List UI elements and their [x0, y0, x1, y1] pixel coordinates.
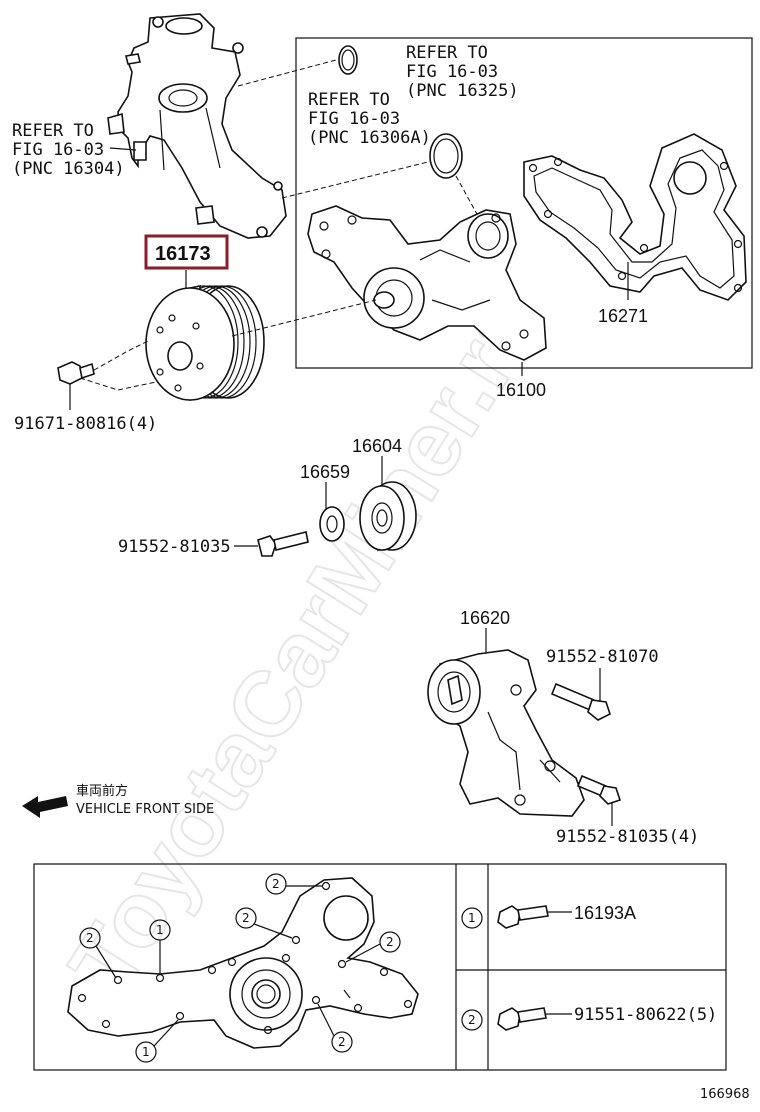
svg-text:2: 2 [242, 911, 250, 925]
refer-top-line2[interactable]: FIG 16-03 [406, 62, 498, 82]
idler-pulley[interactable] [359, 481, 417, 552]
part-number-16659[interactable]: 16659 [300, 462, 350, 482]
tensioner-bolt-bottom[interactable] [576, 774, 622, 805]
svg-text:2: 2 [86, 931, 94, 945]
water-inlet-housing[interactable] [107, 13, 287, 239]
refer-left-line1[interactable]: REFER TO [12, 121, 94, 141]
part-number-16604[interactable]: 16604 [352, 436, 402, 456]
pulley-bolt[interactable] [57, 361, 95, 385]
callout-2[interactable]: 2 [265, 873, 287, 895]
tensioner-bolt-top[interactable] [550, 682, 611, 721]
part-number-91552-81035-4[interactable]: 91552-81035(4) [556, 827, 699, 847]
part-number-16193A[interactable]: 16193A [574, 903, 636, 923]
svg-text:2: 2 [386, 935, 394, 949]
part-number-16620[interactable]: 16620 [460, 608, 510, 628]
bolt-location-box [33, 863, 727, 1071]
legend-bolt-2-icon[interactable] [497, 1007, 547, 1031]
refer-mid-line1[interactable]: REFER TO [308, 90, 390, 110]
water-pump-pulley[interactable] [145, 285, 265, 401]
part-number-16271[interactable]: 16271 [598, 306, 648, 326]
callout-1[interactable]: 1 [135, 1041, 157, 1063]
o-ring-large[interactable] [429, 133, 463, 179]
figure-number: 166968 [700, 1087, 750, 1102]
vehicle-front-en: VEHICLE FRONT SIDE [76, 802, 214, 817]
leader-line [281, 159, 437, 199]
part-number-91671-80816[interactable]: 91671-80816(4) [14, 414, 157, 434]
highlight-box-16173 [144, 234, 229, 270]
callout-2[interactable]: 2 [235, 907, 257, 929]
part-number-16173[interactable]: 16173 [155, 243, 211, 265]
callout-2[interactable]: 2 [79, 927, 101, 949]
water-pump-body[interactable] [307, 205, 547, 361]
vehicle-front-arrow-icon [22, 796, 68, 818]
svg-text:2: 2 [338, 1035, 346, 1049]
refer-top-line3[interactable]: (PNC 16325) [406, 81, 519, 101]
belt-tensioner[interactable] [427, 649, 585, 817]
svg-text:2: 2 [272, 877, 280, 891]
refer-top-line1[interactable]: REFER TO [406, 43, 488, 63]
refer-left-line3[interactable]: (PNC 16304) [12, 159, 125, 179]
svg-text:1: 1 [468, 911, 476, 925]
part-number-16100[interactable]: 16100 [496, 380, 546, 400]
vehicle-front-jp: 車両前方 [76, 783, 128, 799]
gasket-plan-view[interactable] [67, 877, 419, 1049]
idler-plate[interactable] [319, 506, 345, 542]
legend-bolt-1-icon[interactable] [497, 905, 549, 929]
idler-bolt[interactable] [257, 531, 309, 557]
callout-2[interactable]: 2 [331, 1031, 353, 1053]
legend-callout-2: 2 [461, 1009, 483, 1031]
leader-line [109, 147, 137, 151]
refer-left-line2[interactable]: FIG 16-03 [12, 140, 104, 160]
water-pump-gasket[interactable] [523, 133, 747, 301]
svg-text:1: 1 [142, 1045, 150, 1059]
water-pump-assembly-box [295, 37, 753, 369]
svg-text:1: 1 [156, 923, 164, 937]
refer-mid-line3[interactable]: (PNC 16306A) [308, 128, 431, 148]
part-number-91552-81035[interactable]: 91552-81035 [118, 537, 231, 557]
part-number-91552-81070[interactable]: 91552-81070 [546, 647, 659, 667]
callout-2[interactable]: 2 [379, 931, 401, 953]
svg-text:2: 2 [468, 1013, 476, 1027]
legend-callout-1: 1 [461, 907, 483, 929]
leader-line [237, 59, 337, 87]
refer-mid-line2[interactable]: FIG 16-03 [308, 109, 400, 129]
part-number-91551-80622[interactable]: 91551-80622(5) [574, 1005, 717, 1025]
